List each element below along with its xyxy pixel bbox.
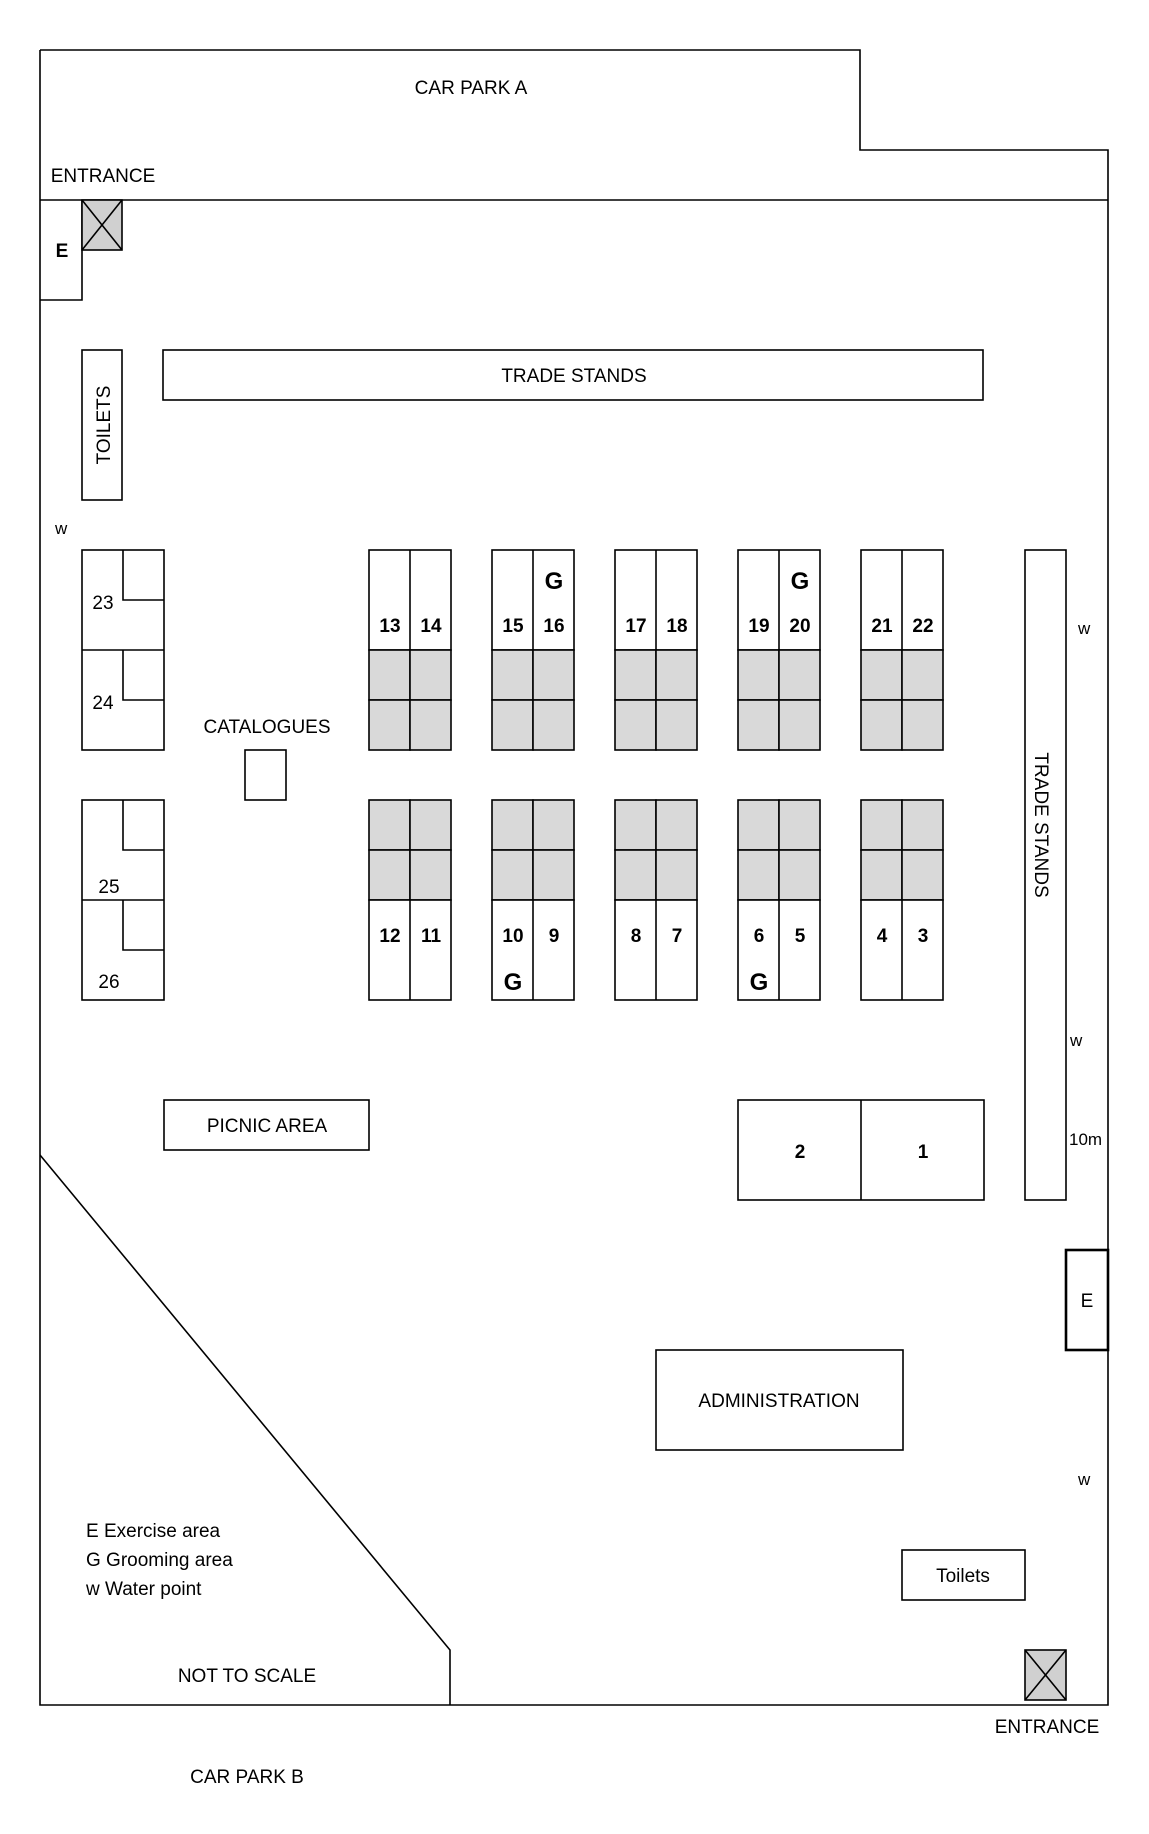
not-to-scale-label: NOT TO SCALE: [178, 1666, 316, 1687]
distance-label: 10m: [1069, 1130, 1102, 1149]
pen-block-21-22: [860, 549, 944, 751]
pen-number: 1: [918, 1142, 929, 1163]
exercise-area-top-label: E: [56, 241, 69, 262]
pen-number: 20: [789, 616, 810, 637]
pen-block-10-9: [491, 799, 575, 1001]
pen-number: 17: [625, 616, 646, 637]
water-point-marker: w: [1069, 1031, 1083, 1050]
pen-number: 4: [877, 926, 888, 947]
trade-stands-right-label: TRADE STANDS: [1030, 752, 1051, 897]
entrance-bottom-gate-icon: [1024, 1649, 1067, 1701]
catalogues-stand: [244, 749, 287, 801]
entrance-bottom-label: ENTRANCE: [995, 1717, 1100, 1738]
pen-number: 10: [502, 926, 523, 947]
entrance-top-gate-icon: [81, 199, 123, 251]
pen-block-17-18: [614, 549, 698, 751]
legend-item: G Grooming area: [86, 1550, 233, 1571]
car-park-b-label: CAR PARK B: [190, 1767, 304, 1788]
grooming-area-marker: G: [750, 969, 769, 996]
pen-block-23-24: [81, 549, 165, 751]
grooming-area-marker: G: [545, 568, 564, 595]
toilets-left: [81, 349, 123, 501]
pen-number: 19: [748, 616, 769, 637]
pen-block-12-11: [368, 799, 452, 1001]
water-point-marker: w: [1077, 619, 1091, 638]
exercise-area-right: [1064, 1248, 1110, 1352]
pen-number: 26: [98, 972, 119, 993]
pen-number: 22: [912, 616, 933, 637]
pen-number: 9: [549, 926, 560, 947]
pen-block-2-1: [737, 1099, 985, 1201]
catalogues-label: CATALOGUES: [203, 717, 330, 738]
pen-number: 11: [421, 926, 442, 947]
pen-block-13-14: [368, 549, 452, 751]
not-to-scale-diagonal: [39, 1154, 451, 1705]
pen-number: 12: [379, 926, 400, 947]
water-point-marker: w: [54, 519, 68, 538]
pen-number: 2: [795, 1142, 806, 1163]
toilets-bottom-label: Toilets: [936, 1566, 990, 1587]
pen-number: 18: [666, 616, 687, 637]
picnic-area-label: PICNIC AREA: [207, 1116, 328, 1137]
administration: [655, 1349, 904, 1451]
pen-block-25-26: [81, 799, 165, 1001]
pen-number: 24: [92, 693, 114, 714]
exercise-area-right-label: E: [1081, 1291, 1094, 1312]
pen-number: 8: [631, 926, 642, 947]
entrance-top-label: ENTRANCE: [51, 166, 156, 187]
toilets-left-label: TOILETS: [94, 386, 115, 465]
pen-number: 6: [754, 926, 765, 947]
pen-block-4-3: [860, 799, 944, 1001]
pen-number: 7: [672, 926, 683, 947]
site-boundary: [39, 49, 1109, 1706]
pen-number: 13: [379, 616, 400, 637]
pen-number: 3: [918, 926, 929, 947]
pen-block-8-7: [614, 799, 698, 1001]
pen-number: 25: [98, 877, 119, 898]
legend-item: E Exercise area: [86, 1521, 221, 1542]
water-point-marker: w: [1077, 1470, 1091, 1489]
pen-block-6-5: [737, 799, 821, 1001]
toilets-bottom: [901, 1549, 1026, 1601]
pen-number: 5: [795, 926, 806, 947]
car-park-a-label: CAR PARK A: [415, 78, 528, 99]
trade-stands-right: [1024, 549, 1067, 1201]
grooming-area-marker: G: [791, 568, 810, 595]
pen-number: 23: [92, 593, 113, 614]
picnic-area: [163, 1099, 370, 1151]
legend-item: w Water point: [85, 1579, 202, 1600]
trade-stands-top: [162, 349, 984, 401]
trade-stands-top-label: TRADE STANDS: [501, 366, 646, 387]
pen-number: 21: [871, 616, 893, 637]
grooming-area-marker: G: [504, 969, 523, 996]
pen-number: 14: [420, 616, 442, 637]
pen-number: 16: [543, 616, 564, 637]
administration-label: ADMINISTRATION: [698, 1391, 859, 1412]
pen-number: 15: [502, 616, 524, 637]
pen-block-19-20: [737, 549, 821, 751]
pen-block-15-16: [491, 549, 575, 751]
